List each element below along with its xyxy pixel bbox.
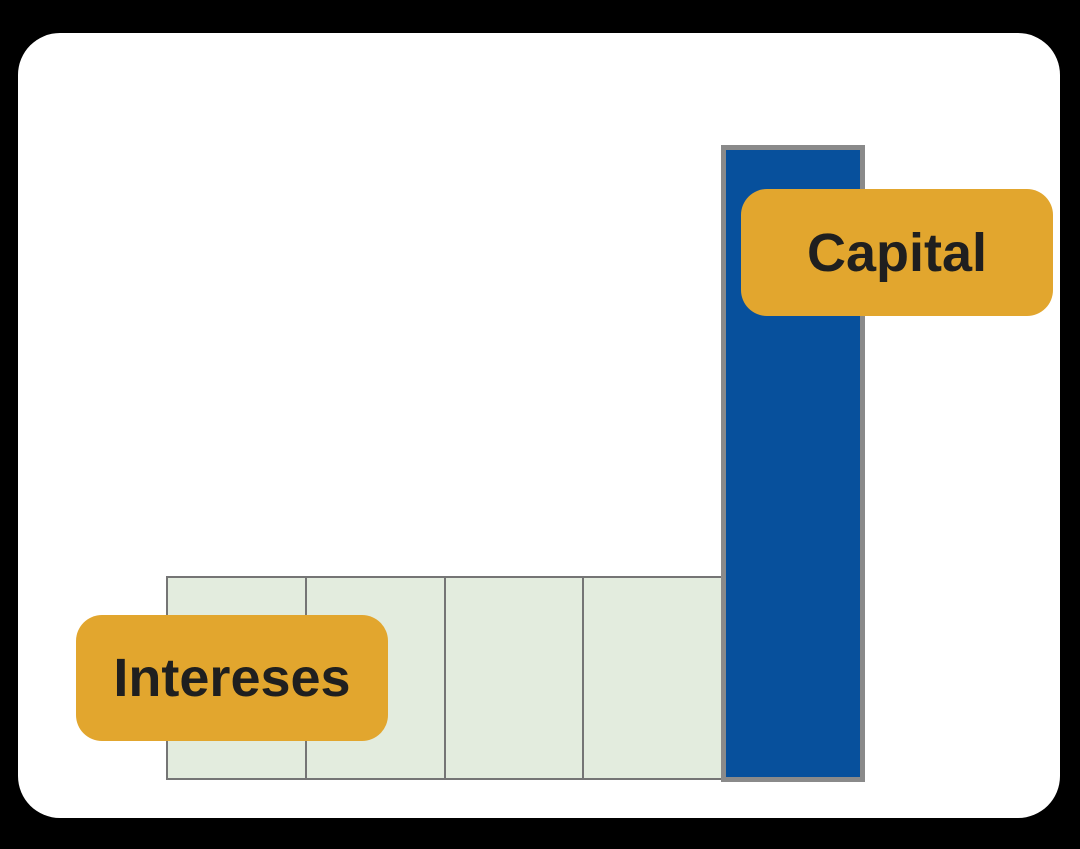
- intereses-label-text: Intereses: [113, 648, 351, 708]
- capital-label-tag: Capital: [741, 189, 1053, 316]
- capital-label-text: Capital: [806, 222, 988, 283]
- diagram-card: Capital Intereses: [18, 33, 1060, 818]
- intereses-label-tag: Intereses: [76, 615, 388, 741]
- interest-cell: [445, 578, 585, 778]
- interest-cell: [584, 578, 721, 778]
